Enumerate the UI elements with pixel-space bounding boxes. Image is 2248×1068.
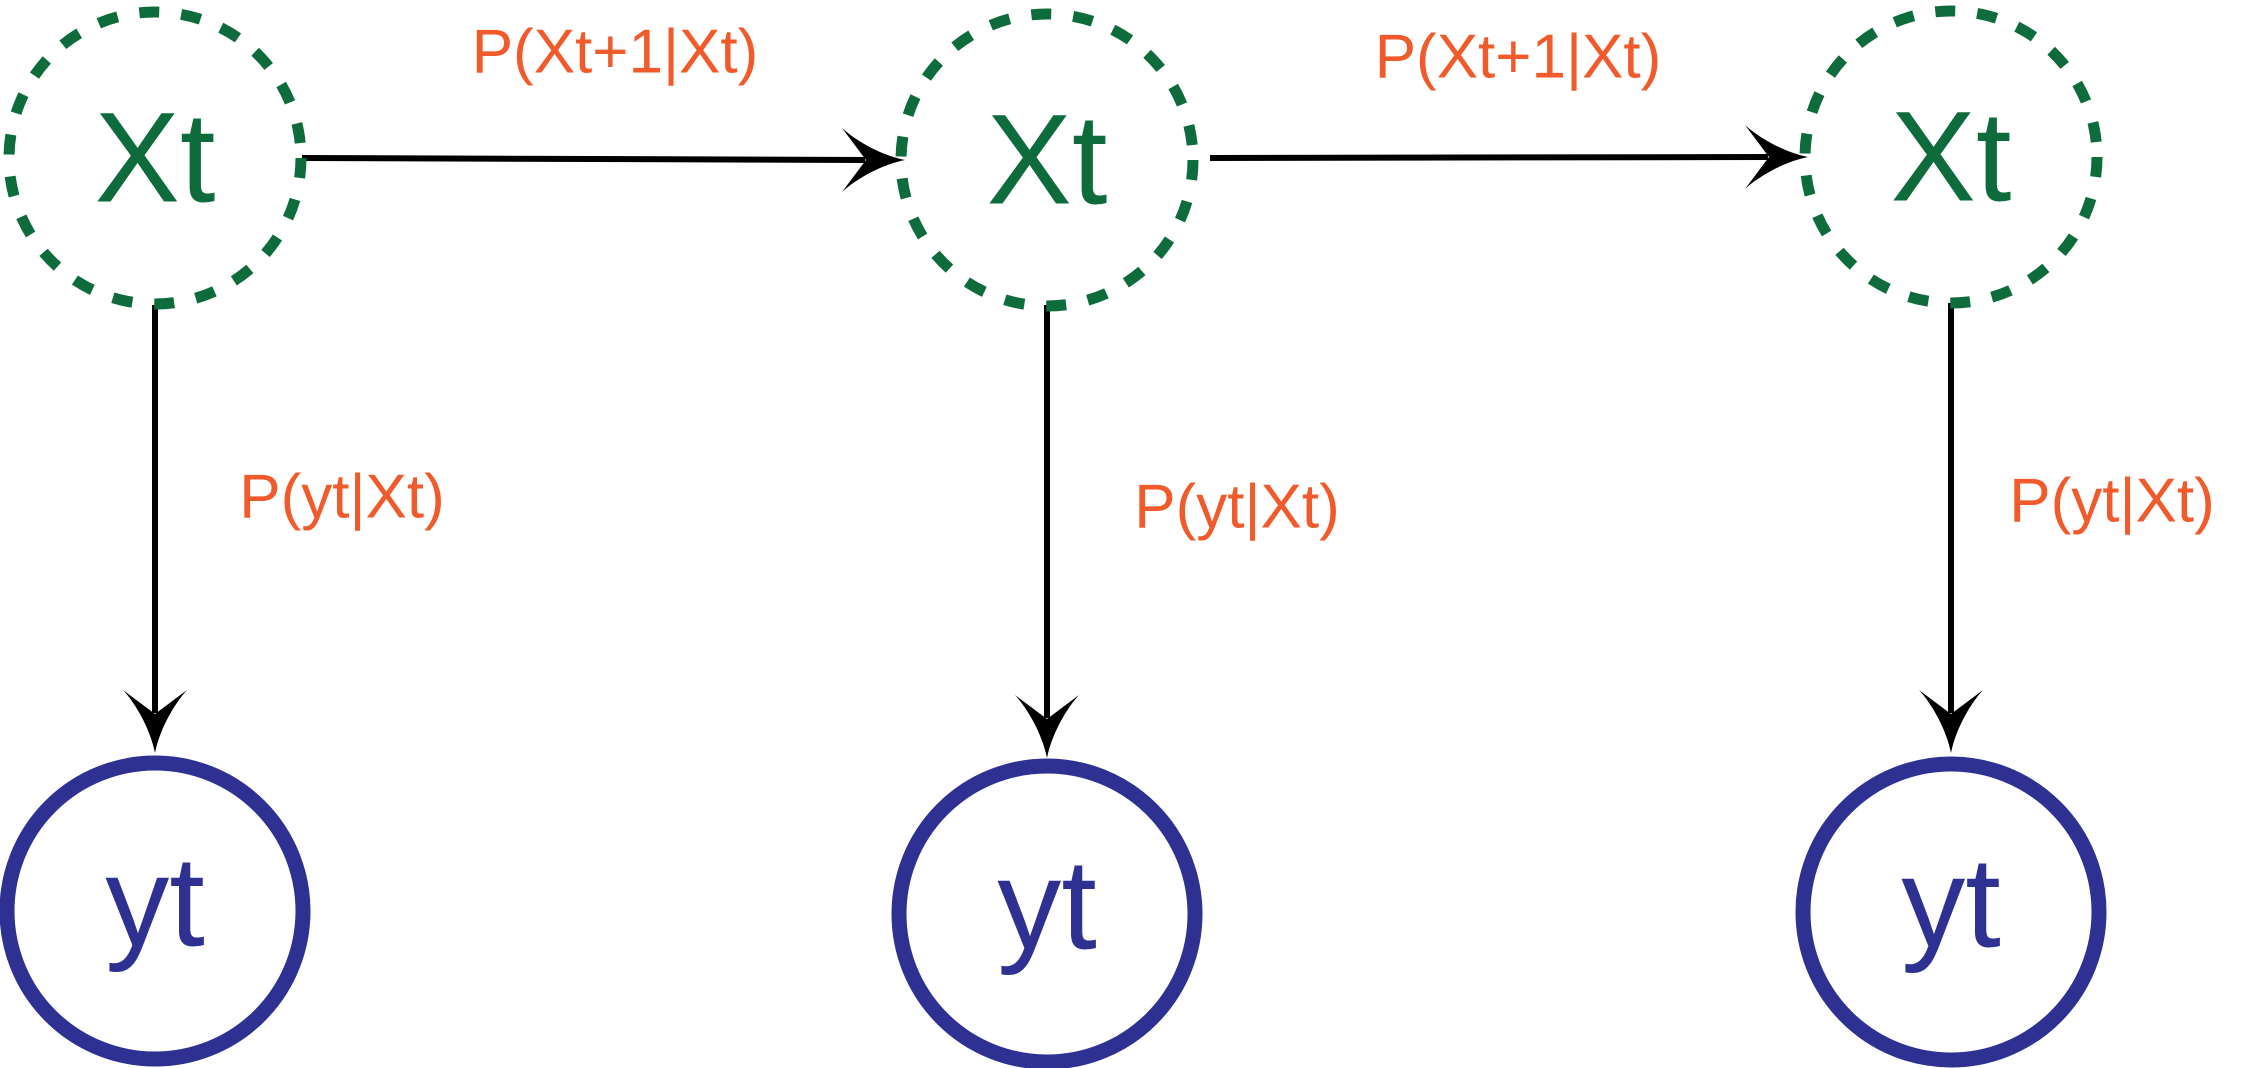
hidden-node-label: Xt — [95, 87, 216, 230]
emission-edge — [1919, 303, 1983, 753]
emission-probability-label: P(yt|Xt) — [1134, 473, 1340, 542]
transition-edge — [301, 128, 905, 192]
emission-probability-label: P(yt|Xt) — [239, 463, 445, 532]
observed-node-label: yt — [1901, 832, 2001, 975]
emission-edge — [123, 305, 187, 753]
hidden-node: Xt — [1799, 5, 2103, 309]
hidden-node: Xt — [895, 8, 1199, 312]
observed-node: yt — [0, 755, 311, 1067]
hidden-node-label: Xt — [987, 89, 1108, 232]
transition-probability-label: P(Xt+1|Xt) — [472, 18, 759, 87]
arrowhead-icon — [1745, 125, 1808, 189]
hidden-node-circle — [1799, 5, 2103, 309]
hidden-node-circle — [895, 8, 1199, 312]
transition-probability-label: P(Xt+1|Xt) — [1375, 23, 1662, 92]
observed-node-label: yt — [997, 834, 1097, 977]
emission-edge — [1015, 305, 1079, 758]
arrowhead-icon — [1015, 695, 1079, 758]
arrowhead-icon — [123, 690, 187, 753]
hidden-node: Xt — [3, 6, 307, 310]
emission-probability-label: P(yt|Xt) — [2009, 467, 2215, 536]
observed-node-circle — [0, 755, 311, 1067]
arrowhead-icon — [1919, 690, 1983, 753]
hidden-node-circle — [3, 6, 307, 310]
observed-node: yt — [1795, 756, 2107, 1068]
observed-node-label: yt — [105, 831, 205, 974]
observed-node: yt — [891, 758, 1203, 1068]
observed-node-circle — [891, 758, 1203, 1068]
observed-node-circle — [1795, 756, 2107, 1068]
transition-edge — [1209, 125, 1808, 189]
arrowhead-icon — [842, 128, 905, 192]
hidden-node-label: Xt — [1891, 86, 2012, 229]
